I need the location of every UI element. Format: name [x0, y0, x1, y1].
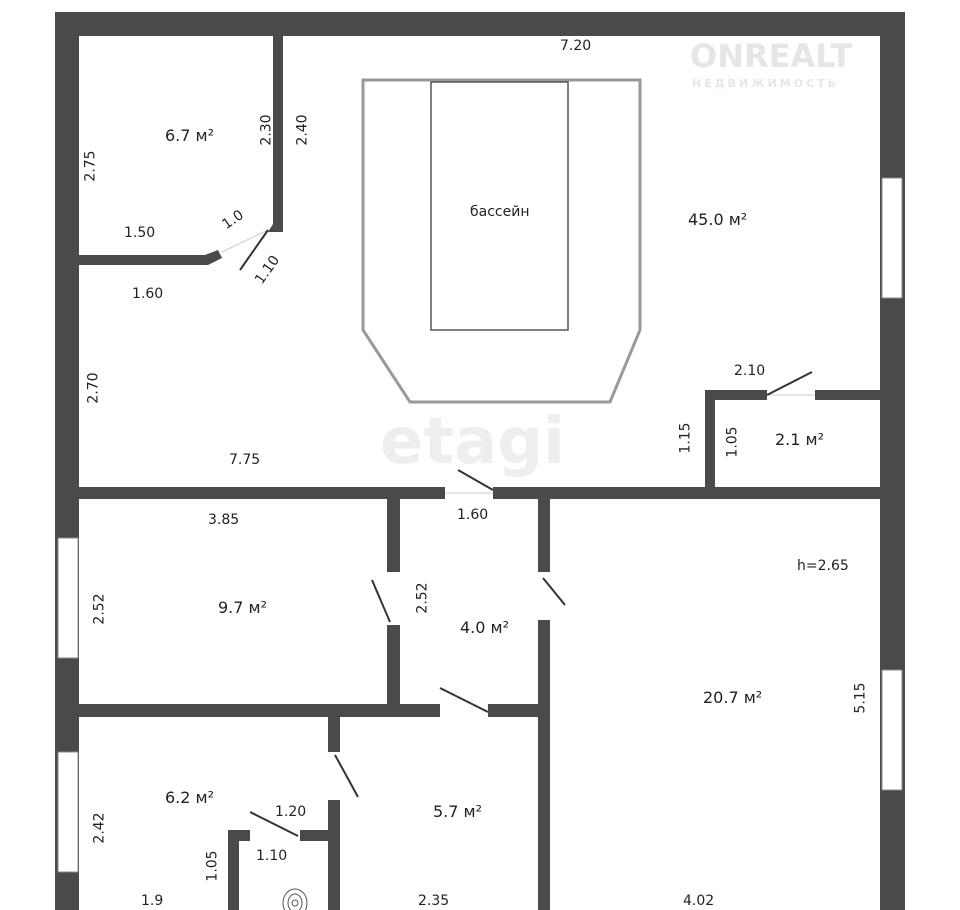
- dimension: 1.05: [204, 850, 221, 882]
- area-label: 5.7 м²: [433, 802, 483, 821]
- area-label: 6.2 м²: [165, 788, 215, 807]
- dimension: 1.10: [256, 848, 288, 864]
- dimension: 1.60: [457, 507, 489, 523]
- dimension: 2.75: [82, 150, 99, 182]
- window: [881, 177, 903, 299]
- area-label: 9.7 м²: [218, 598, 268, 617]
- area-label: 4.0 м²: [460, 618, 510, 637]
- dimension: 1.15: [677, 422, 694, 454]
- dimension: 2.40: [294, 114, 311, 146]
- ceiling-height: h=2.65: [797, 558, 849, 574]
- dimension: 1.60: [132, 286, 164, 302]
- dimension: 2.30: [258, 114, 275, 146]
- dimension: 2.70: [85, 372, 102, 404]
- dimension: 2.52: [414, 582, 431, 614]
- area-label: 2.1 м²: [775, 430, 825, 449]
- window: [881, 669, 903, 791]
- dimension: 1.20: [275, 804, 307, 820]
- dimension: 2.52: [91, 593, 108, 625]
- window: [57, 537, 79, 659]
- dimension: 5.15: [852, 682, 869, 714]
- toilet-icon: [282, 888, 308, 910]
- onrealt-watermark-sub: НЕДВИЖИМОСТЬ: [692, 77, 840, 90]
- dimension: 4.02: [683, 893, 715, 909]
- dimension: 7.75: [229, 452, 261, 468]
- onrealt-watermark: ONREALT: [690, 37, 853, 75]
- dimension: 2.35: [418, 893, 450, 909]
- area-label: 20.7 м²: [703, 688, 763, 707]
- dimension: 1.50: [124, 225, 156, 241]
- area-label: 6.7 м²: [165, 126, 215, 145]
- dimension: 1.9: [141, 893, 164, 909]
- dimension: 2.42: [91, 812, 108, 844]
- dimension: 7.20: [560, 38, 592, 54]
- etagi-watermark: etagi: [380, 405, 565, 479]
- pool-label: бассейн: [470, 204, 530, 220]
- dimension: 2.10: [734, 363, 766, 379]
- dimension: 3.85: [208, 512, 240, 528]
- dimension: 1.05: [724, 426, 741, 458]
- window: [57, 751, 79, 873]
- area-label: 45.0 м²: [688, 210, 748, 229]
